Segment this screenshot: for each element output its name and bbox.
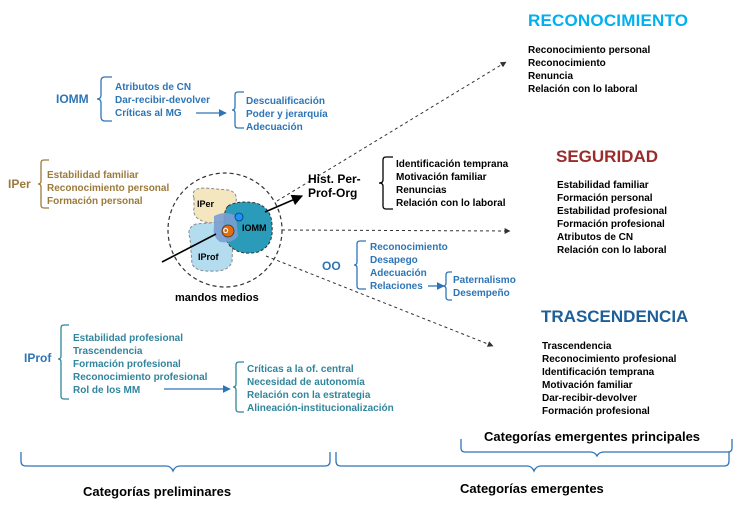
footer: Categorías emergentes principales Catego… xyxy=(20,429,733,499)
trascendencia-item: Reconocimiento profesional xyxy=(542,354,677,365)
emergentes-brace xyxy=(335,452,730,473)
iper-label: IPer xyxy=(8,177,31,191)
trascendencia-item: Formación profesional xyxy=(542,406,650,417)
center-cross-line xyxy=(161,233,217,263)
preliminares-brace xyxy=(20,452,331,473)
iper-brace xyxy=(37,159,49,209)
trascendencia-item: Trascendencia xyxy=(542,341,612,352)
oo-sub-item: Desempeño xyxy=(453,288,510,299)
oo-label: OO xyxy=(322,259,341,273)
oo-brace xyxy=(353,240,366,290)
center-iprof-label: IProf xyxy=(198,252,220,262)
iprof-item: Reconocimiento profesional xyxy=(73,372,208,383)
seguridad-list: Estabilidad familiar Formación personal … xyxy=(557,180,667,256)
iprof-item: Rol de los MM xyxy=(73,385,140,396)
hist-item: Relación con lo laboral xyxy=(396,198,506,209)
emergentes-principales-label: Categorías emergentes principales xyxy=(484,429,700,444)
reconocimiento-item: Renuncia xyxy=(528,71,573,82)
arrow-to-reconocimiento xyxy=(276,61,507,202)
seguridad-title: SEGURIDAD xyxy=(556,147,658,166)
mandos-medios-caption: mandos medios xyxy=(175,292,259,304)
center-iomm-label: IOMM xyxy=(242,223,267,233)
hist-item: Renuncias xyxy=(396,185,447,196)
o-circle xyxy=(234,212,244,222)
arrow-to-seguridad xyxy=(281,227,511,234)
hist-label-line1: Hist. Per- xyxy=(308,172,361,186)
trascendencia-item: Dar-recibir-devolver xyxy=(542,393,637,404)
arrow-to-hist xyxy=(264,194,304,213)
seguridad-item: Formación personal xyxy=(557,193,653,204)
mandos-medios-cluster: O IPer IOMM IProf mandos medios xyxy=(161,172,283,304)
reconocimiento-list: Reconocimiento personal Reconocimiento R… xyxy=(528,45,650,95)
iprof-sub-item: Críticas a la of. central xyxy=(247,364,354,375)
iprof-brace xyxy=(57,324,69,400)
reconocimiento-item: Reconocimiento xyxy=(528,58,606,69)
reconocimiento-item: Relación con lo laboral xyxy=(528,84,638,95)
seguridad-item: Relación con lo laboral xyxy=(557,245,667,256)
iprof-group: IProf Estabilidad profesional Trascenden… xyxy=(24,324,394,414)
iper-item: Formación personal xyxy=(47,196,143,207)
hist-item: Motivación familiar xyxy=(396,172,487,183)
seguridad-item: Estabilidad familiar xyxy=(557,180,649,191)
seguridad-item: Formación profesional xyxy=(557,219,665,230)
arrow-to-trascendencia xyxy=(265,255,494,347)
hist-label-line2: Prof-Org xyxy=(308,186,357,200)
iomm-sub-brace xyxy=(231,91,244,129)
oo-group: OO Reconocimiento Desapego Adecuación Re… xyxy=(322,240,516,301)
iomm-sub-item: Descualificación xyxy=(246,96,325,107)
iomm-item: Críticas al MG xyxy=(115,108,182,119)
hist-brace xyxy=(378,156,393,210)
reconocimiento-item: Reconocimiento personal xyxy=(528,45,650,56)
trascendencia-block: TRASCENDENCIA Trascendencia Reconocimien… xyxy=(541,307,688,417)
iprof-sub-item: Alineación-institucionalización xyxy=(247,403,394,414)
hist-item: Identificación temprana xyxy=(396,159,509,170)
trascendencia-item: Motivación familiar xyxy=(542,380,633,391)
iomm-label: IOMM xyxy=(56,92,89,106)
oo-item: Reconocimiento xyxy=(370,242,448,253)
emergentes-label: Categorías emergentes xyxy=(460,481,604,496)
iprof-item: Estabilidad profesional xyxy=(73,333,183,344)
iprof-sub-item: Necesidad de autonomía xyxy=(247,377,365,388)
oo-item: Relaciones xyxy=(370,281,423,292)
seguridad-item: Estabilidad profesional xyxy=(557,206,667,217)
iper-item: Estabilidad familiar xyxy=(47,170,139,181)
iprof-sub-brace xyxy=(232,361,244,413)
iomm-sub-item: Adecuación xyxy=(246,122,303,133)
iper-group: IPer Estabilidad familiar Reconocimiento… xyxy=(8,159,169,209)
iprof-item: Trascendencia xyxy=(73,346,143,357)
preliminares-label: Categorías preliminares xyxy=(83,484,231,499)
iprof-sub-item: Relación con la estrategia xyxy=(247,390,371,401)
iprof-item: Formación profesional xyxy=(73,359,181,370)
reconocimiento-title: RECONOCIMIENTO xyxy=(528,11,688,30)
trascendencia-title: TRASCENDENCIA xyxy=(541,307,688,326)
core-circle xyxy=(221,224,235,238)
reconocimiento-block: RECONOCIMIENTO Reconocimiento personal R… xyxy=(528,11,688,95)
iomm-sub-item: Poder y jerarquía xyxy=(246,109,328,120)
oo-item: Adecuación xyxy=(370,268,427,279)
iprof-label: IProf xyxy=(24,351,52,365)
hist-group: Hist. Per- Prof-Org Identificación tempr… xyxy=(308,156,509,210)
iomm-brace xyxy=(96,76,112,122)
seguridad-item: Atributos de CN xyxy=(557,232,633,243)
emergentes-principales-brace xyxy=(460,439,733,458)
center-iper-label: IPer xyxy=(197,199,215,209)
seguridad-block: SEGURIDAD Estabilidad familiar Formación… xyxy=(556,147,667,256)
oo-item: Desapego xyxy=(370,255,418,266)
oo-sub-brace xyxy=(442,271,452,301)
iomm-group: IOMM Atributos de CN Dar-recibir-devolve… xyxy=(56,76,328,133)
iper-item: Reconocimiento personal xyxy=(47,183,169,194)
oo-sub-item: Paternalismo xyxy=(453,275,516,286)
iomm-item: Atributos de CN xyxy=(115,82,191,93)
center-o-label: O xyxy=(223,228,229,235)
trascendencia-item: Identificación temprana xyxy=(542,367,655,378)
iomm-item: Dar-recibir-devolver xyxy=(115,95,210,106)
trascendencia-list: Trascendencia Reconocimiento profesional… xyxy=(542,341,677,417)
